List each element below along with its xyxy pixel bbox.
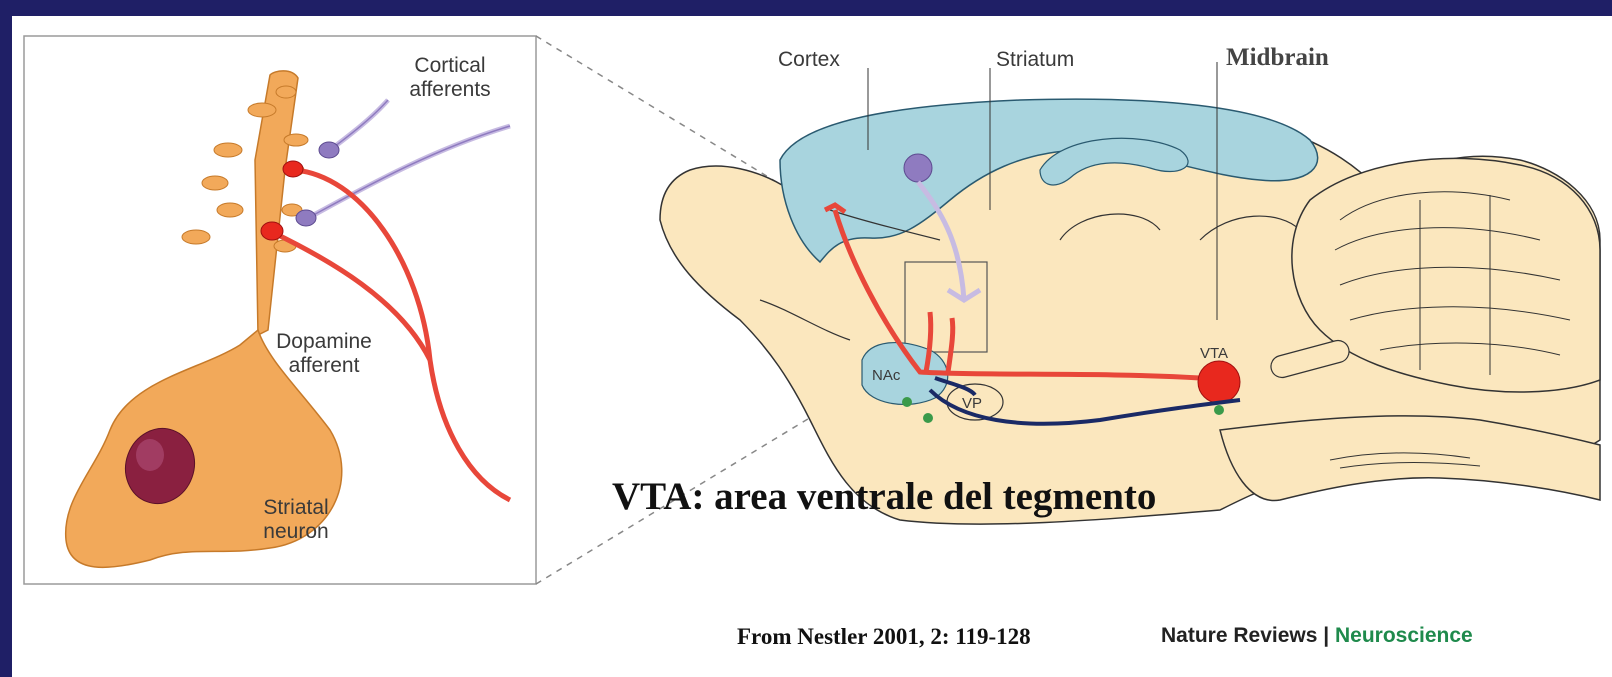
dopamine-terminal (261, 222, 283, 240)
striatum-label: Striatum (996, 48, 1074, 72)
gaba-synapse (902, 397, 912, 407)
cortical-terminal (296, 210, 316, 226)
striatal-neuron-label: Striatal neuron (246, 496, 346, 544)
dendritic-spine (182, 230, 210, 244)
cortical-terminal (319, 142, 339, 158)
cortical-afferents-line-1: Cortical (388, 54, 512, 78)
dendritic-spine (217, 203, 243, 217)
source-citation: From Nestler 2001, 2: 119-128 (737, 624, 1031, 650)
journal-name: Nature Reviews (1161, 624, 1317, 647)
journal-section: Neuroscience (1335, 624, 1473, 647)
cortex-label: Cortex (778, 48, 840, 72)
dendritic-spine (214, 143, 242, 157)
dendritic-spine (284, 134, 308, 146)
dopamine-afferent-line-1: Dopamine (258, 330, 390, 354)
striatal-neuron-line-2: neuron (246, 520, 346, 544)
striatal-neuron-line-1: Striatal (246, 496, 346, 520)
gaba-synapse (1214, 405, 1224, 415)
vp-label: VP (962, 396, 982, 412)
journal-separator: | (1323, 624, 1329, 647)
gaba-synapse (923, 413, 933, 423)
dendritic-spine (202, 176, 228, 190)
journal-credit: Nature Reviews | Neuroscience (1161, 624, 1473, 648)
dopamine-terminal (283, 161, 303, 177)
vta-caption: VTA: area ventrale del tegmento (612, 474, 1156, 519)
dendritic-spine (248, 103, 276, 117)
midbrain-label: Midbrain (1226, 44, 1329, 72)
cortical-neuron (904, 154, 932, 182)
vta-cell (1198, 361, 1240, 403)
cortical-afferents-label: Cortical afferents (388, 54, 512, 102)
nac-label: NAc (872, 368, 900, 384)
brain-sagittal-section (660, 62, 1600, 524)
nucleus-highlight (136, 439, 164, 471)
vta-label: VTA (1200, 346, 1228, 362)
cortical-afferents-line-2: afferents (388, 78, 512, 102)
dendritic-spine (276, 86, 296, 98)
dopamine-afferent-line-2: afferent (258, 354, 390, 378)
dopamine-afferent-label: Dopamine afferent (258, 330, 390, 378)
